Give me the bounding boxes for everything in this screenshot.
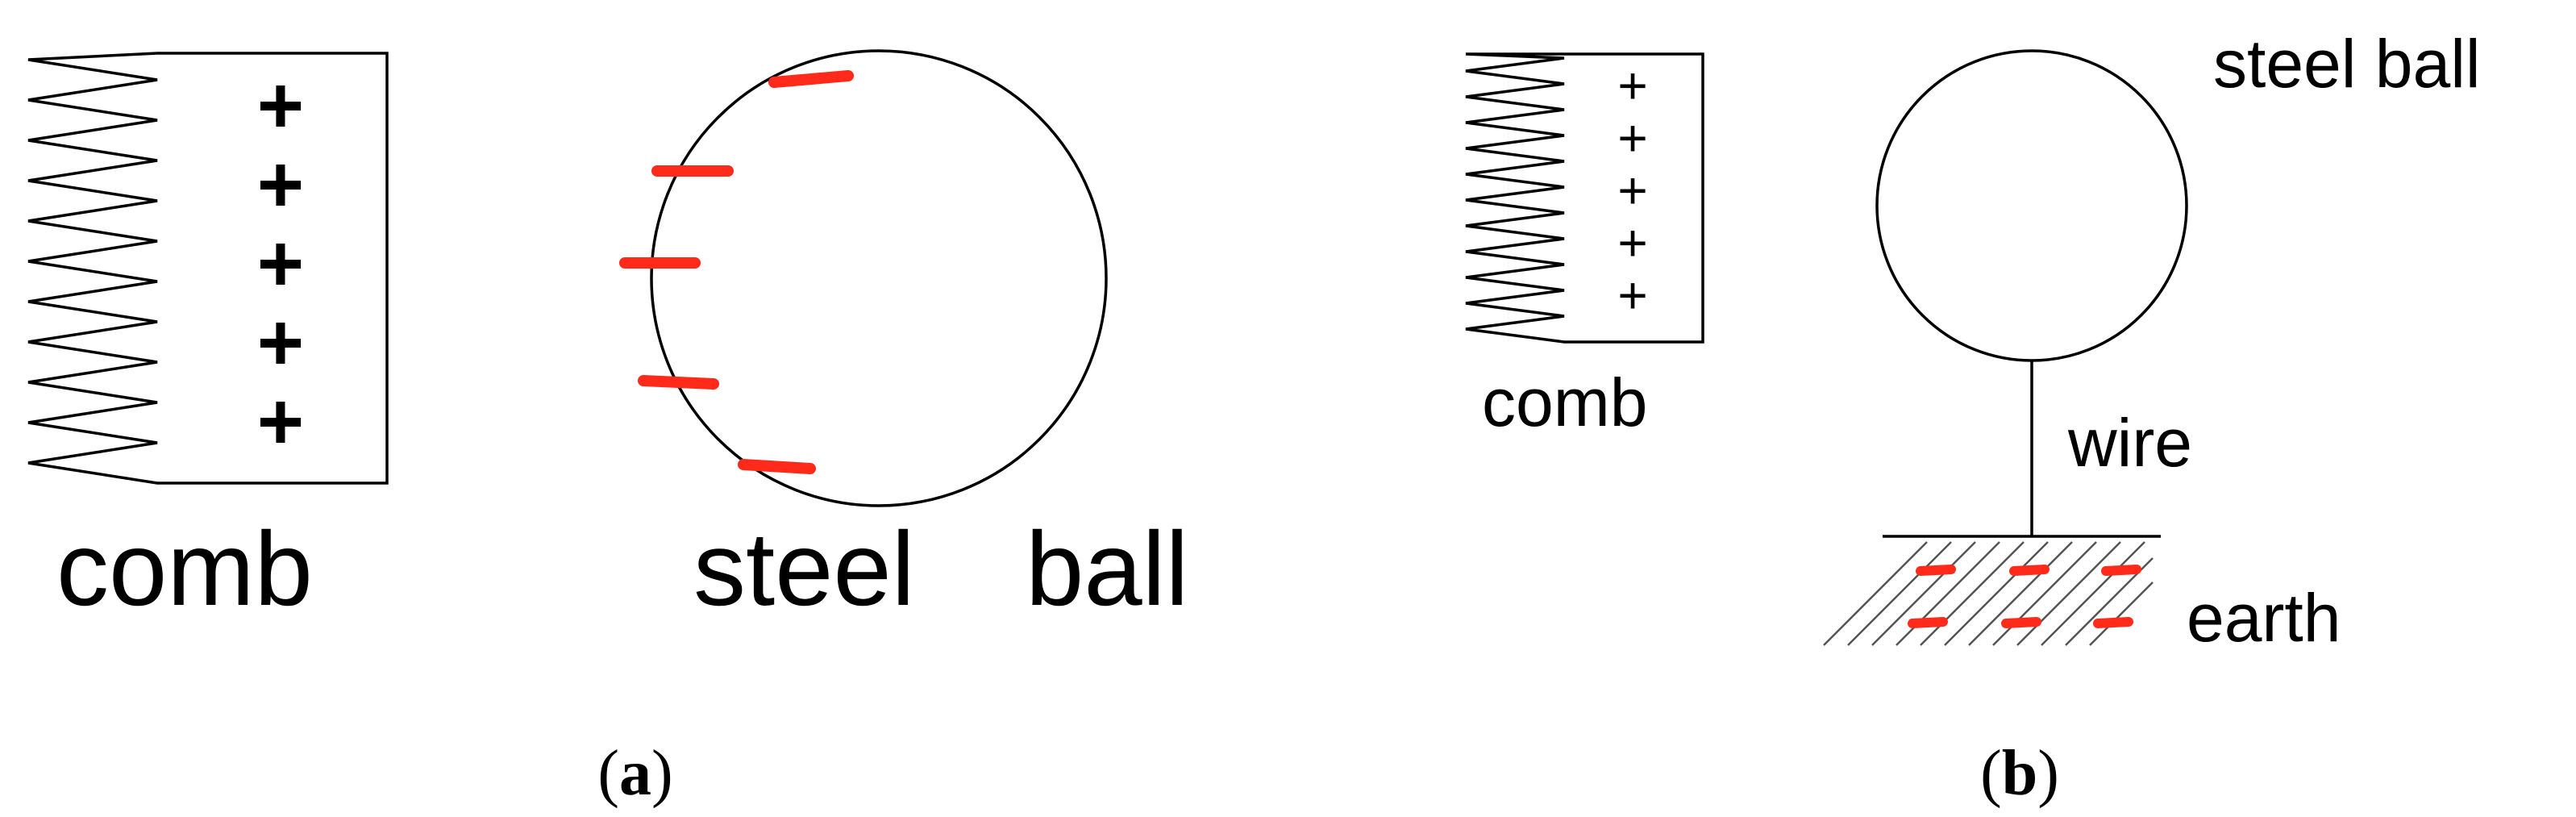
steel-ball-a-label-word1: steel xyxy=(693,510,915,627)
comb-a-plus-2: + xyxy=(257,140,304,230)
comb-b-outline xyxy=(1465,52,1704,344)
steel-ball-b-outline xyxy=(1875,49,2188,362)
comb-b-plus-4: + xyxy=(1617,214,1647,272)
steel-ball-a-outline xyxy=(650,49,1108,507)
panel-a: + + + + + comb steel ball (a) xyxy=(27,49,1188,809)
comb-b-plus-3: + xyxy=(1617,161,1647,219)
caption-b: (b) xyxy=(1980,738,2059,809)
comb-b-plus-5: + xyxy=(1617,266,1647,324)
negative-charge-1 xyxy=(768,70,854,88)
comb-a-plus-4: + xyxy=(257,298,304,388)
steel-ball-b-label: steel ball xyxy=(2213,26,2481,102)
earth-charge-3 xyxy=(2101,565,2141,576)
negative-charge-4 xyxy=(638,375,719,390)
earth-charge-1 xyxy=(1916,565,1956,576)
wire-label: wire xyxy=(2067,405,2192,481)
caption-a: (a) xyxy=(597,738,672,809)
comb-a-plus-3: + xyxy=(257,219,304,309)
panel-b: + + + + + comb steel ball wire xyxy=(1465,26,2481,809)
comb-b-plus-1: + xyxy=(1617,56,1647,115)
comb-b: + + + + + comb xyxy=(1465,52,1704,440)
steel-ball-b: steel ball xyxy=(1875,26,2481,362)
steel-ball-a: steel ball xyxy=(619,49,1188,627)
negative-charge-5 xyxy=(738,459,816,474)
comb-a: + + + + + comb xyxy=(27,52,389,627)
comb-a-outline xyxy=(27,52,389,485)
earth-hatching xyxy=(1823,541,2154,646)
earth-charge-4 xyxy=(1908,617,1948,628)
comb-b-label: comb xyxy=(1482,365,1647,440)
comb-a-plus-5: + xyxy=(257,377,304,467)
earth-negative-charges xyxy=(1908,565,2141,628)
comb-a-plus-1: + xyxy=(257,60,304,151)
earth: earth xyxy=(1823,535,2341,656)
comb-b-plus-2: + xyxy=(1617,109,1647,167)
steel-ball-a-label-word2: ball xyxy=(1026,510,1188,627)
earth-label: earth xyxy=(2187,580,2341,656)
earth-charge-5 xyxy=(2001,617,2041,628)
ground-wire: wire xyxy=(2030,361,2192,536)
comb-a-label: comb xyxy=(56,510,313,627)
earth-charge-2 xyxy=(2009,565,2050,576)
earth-charge-6 xyxy=(2093,617,2133,628)
